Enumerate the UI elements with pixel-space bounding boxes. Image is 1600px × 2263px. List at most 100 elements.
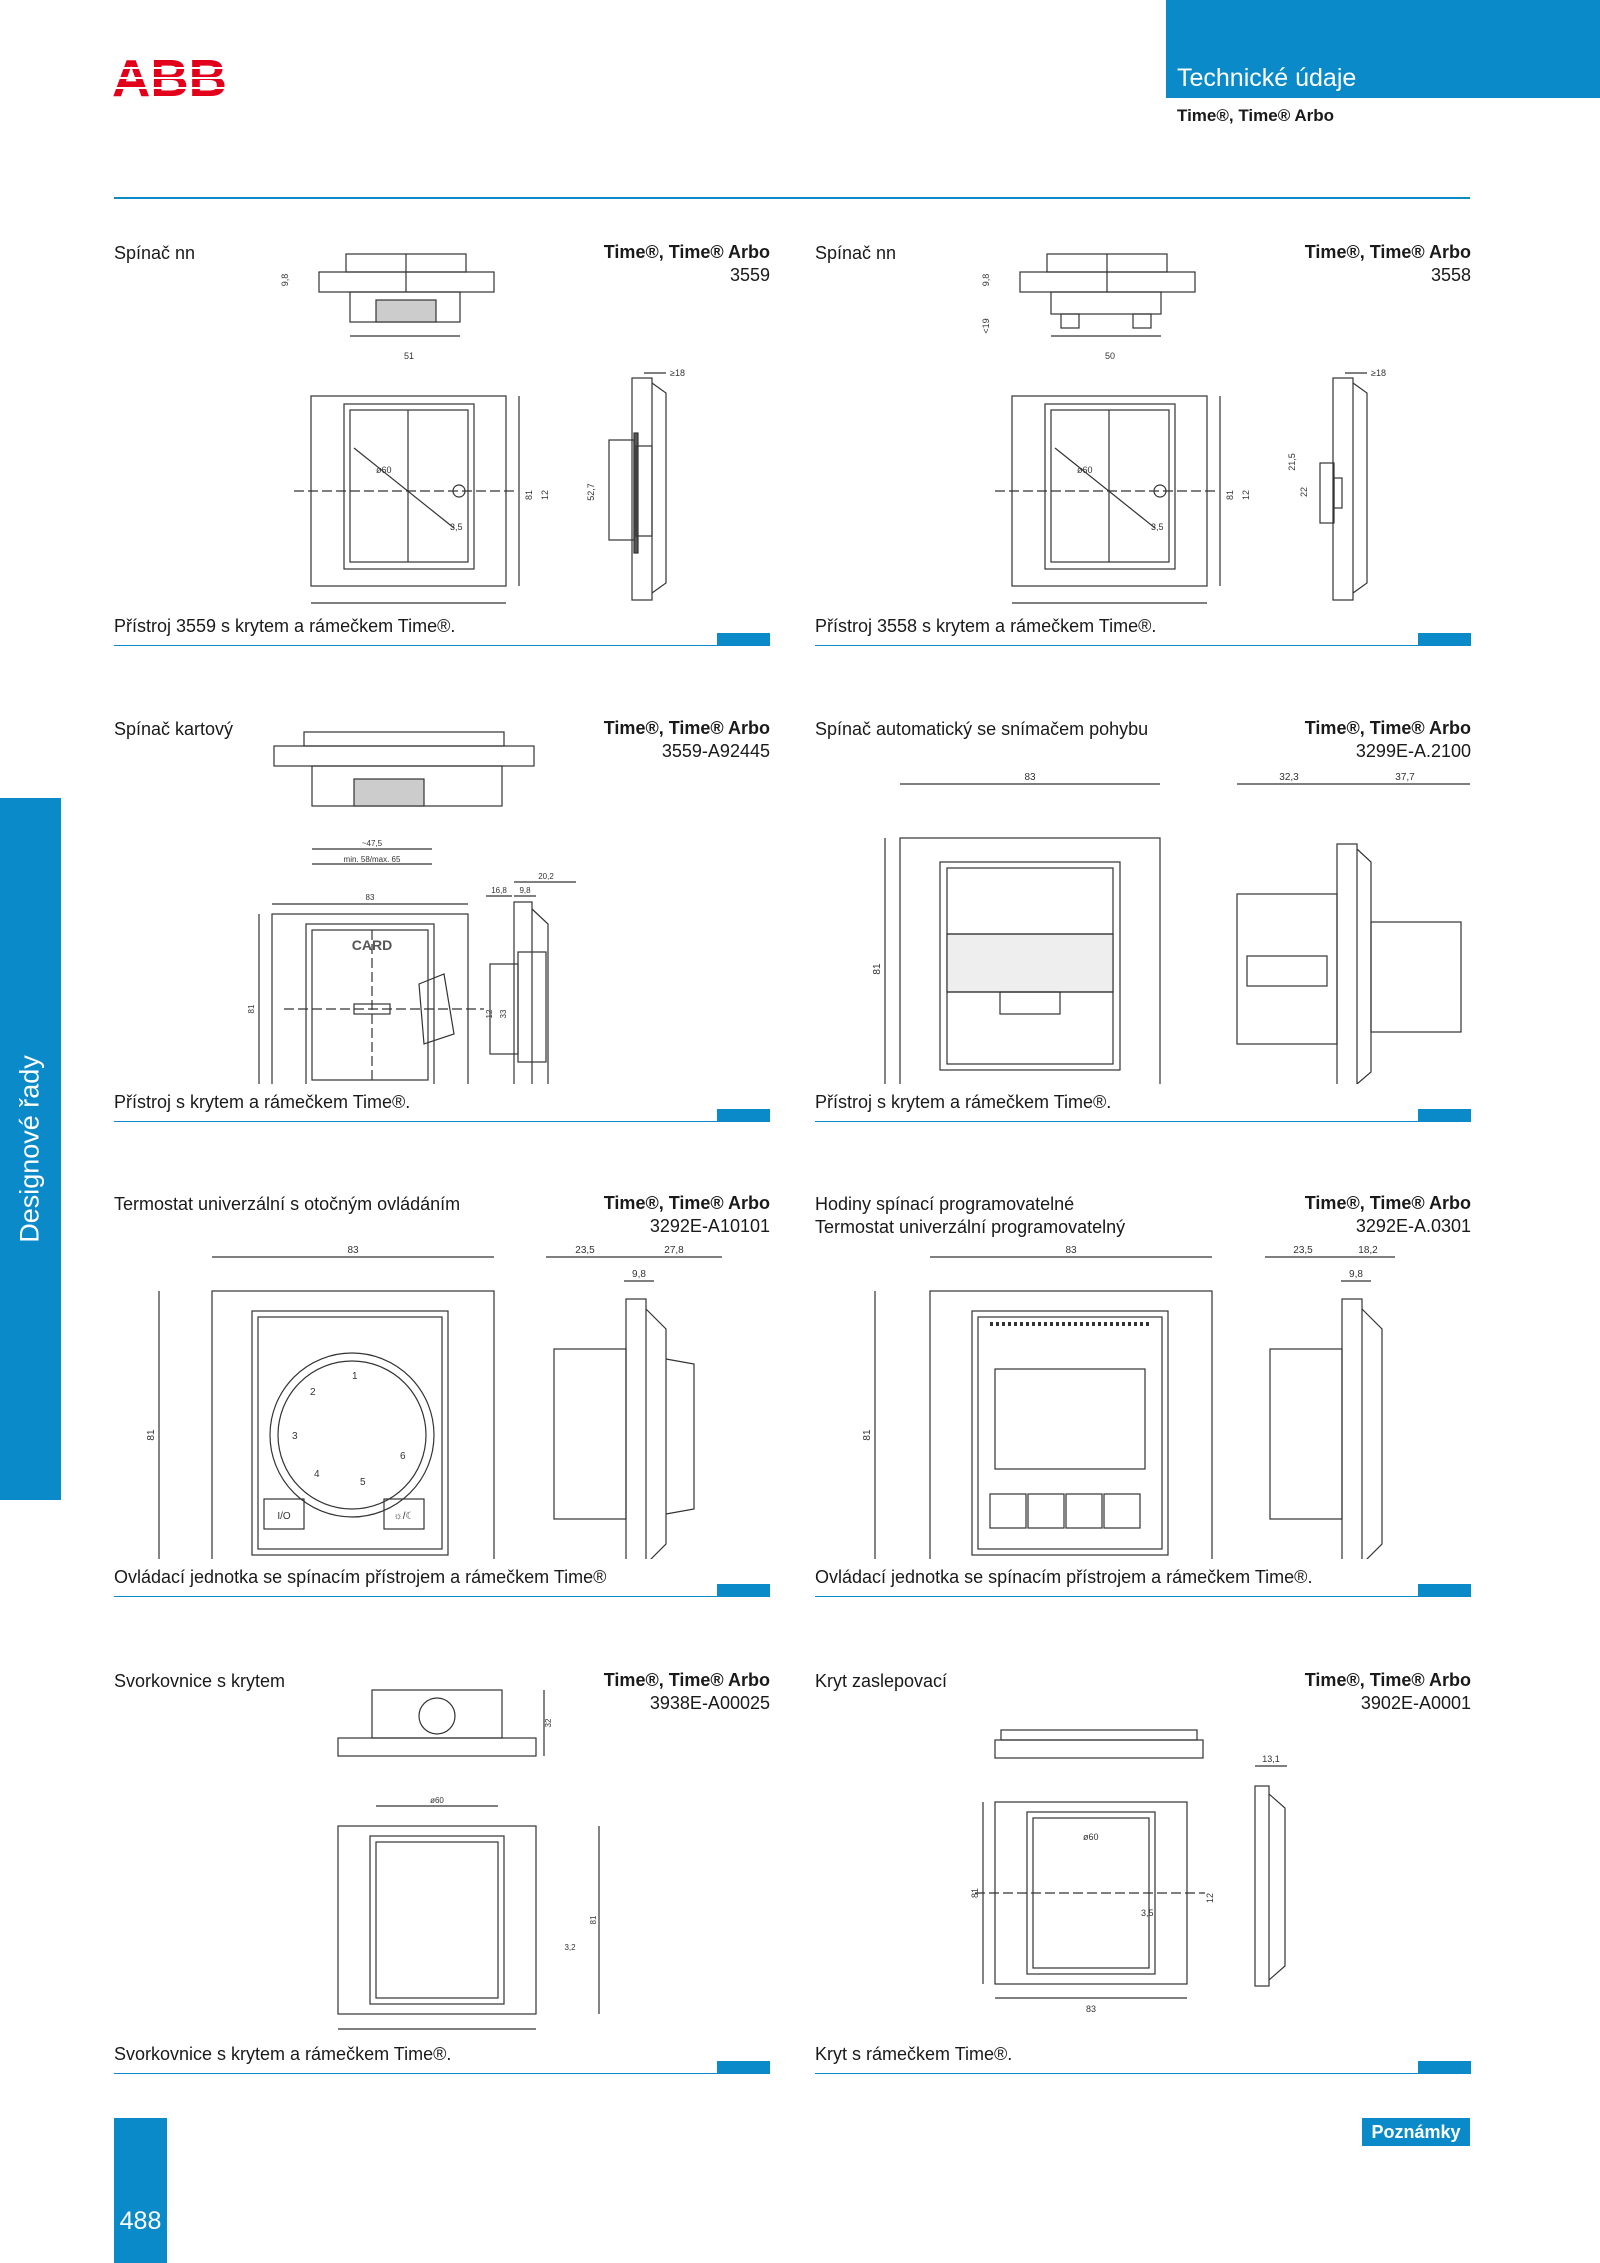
dial-number: 5 <box>360 1477 366 1488</box>
caption-rule <box>815 645 1471 646</box>
caption-block <box>717 1584 770 1597</box>
product-caption: Svorkovnice s krytem a rámečkem Time®. <box>114 2044 452 2064</box>
dim-label: ø60 <box>430 1796 444 1805</box>
page-number-tab <box>114 2118 167 2263</box>
product-caption: Přístroj s krytem a rámečkem Time®. <box>114 1092 411 1112</box>
button-label: I/O <box>277 1511 291 1522</box>
technical-drawing: 83 81 32,3 37,7 <box>872 772 1470 1084</box>
caption-block <box>717 633 770 646</box>
side-tab-label: Designové řady <box>14 1055 45 1243</box>
technical-drawing: 83 81 1 2 3 4 5 6 I/O ☼/☾ 23,5 27,8 9,8 <box>146 1245 722 1559</box>
dim-label: 12 <box>1205 1893 1215 1903</box>
dim-label: 83 <box>1024 772 1036 783</box>
page-subtitle: Time®, Time® Arbo <box>1177 106 1334 125</box>
product-title-line1: Hodiny spínací programovatelné <box>815 1194 1075 1214</box>
product-cell-3558: Spínač nn Time®, Time® Arbo 3558 50 9,8 … <box>815 208 1471 684</box>
technical-drawing: 51 9,8 ø60 3,5 83 81 12 52,7 ≥18 17 <box>280 253 685 604</box>
dial-number: 2 <box>310 1387 316 1398</box>
caption-block <box>1418 1584 1471 1597</box>
dial-number: 6 <box>400 1451 406 1462</box>
caption-rule <box>114 1596 770 1597</box>
dial-number: 4 <box>314 1469 320 1480</box>
technical-drawing: 83 81 23,5 18,2 9,8 <box>862 1245 1395 1559</box>
dim-label: 18,2 <box>1358 1245 1378 1256</box>
dim-label: 9,8 <box>632 1269 646 1280</box>
dim-label: min. 58/max. 65 <box>344 855 401 864</box>
dim-label: 3,5 <box>1141 1908 1154 1918</box>
product-title: Spínač kartový <box>114 719 234 739</box>
product-series: Time®, Time® Arbo <box>1304 718 1471 738</box>
dim-label: 51 <box>404 351 414 361</box>
caption-rule <box>815 2073 1471 2074</box>
product-series: Time®, Time® Arbo <box>603 1670 770 1690</box>
product-caption: Ovládací jednotka se spínacím přístrojem… <box>815 1567 1313 1587</box>
dim-label: 3,5 <box>450 522 463 532</box>
dim-label: 83 <box>366 893 375 902</box>
product-title: Termostat univerzální s otočným ovládání… <box>114 1194 461 1214</box>
dim-label: 81 <box>1225 490 1235 500</box>
product-series: Time®, Time® Arbo <box>1304 242 1471 262</box>
caption-rule <box>114 645 770 646</box>
dim-label: 32 <box>544 1718 553 1727</box>
caption-rule <box>815 1121 1471 1122</box>
product-cell-3902e-a0001: Kryt zaslepovací Time®, Time® Arbo 3902E… <box>815 1636 1471 2112</box>
header-tab <box>1166 0 1600 98</box>
dim-label: ≥18 <box>1371 368 1386 378</box>
dim-label: 9,8 <box>280 274 290 287</box>
product-code: 3299E-A.2100 <box>1355 741 1471 761</box>
technical-drawing: 32 ø60 81 3,2 83 <box>337 1689 600 2036</box>
caption-block <box>1418 2061 1471 2074</box>
dim-label: 81 <box>872 963 883 975</box>
product-code: 3558 <box>1430 265 1471 285</box>
dim-label: 12 <box>540 490 550 500</box>
product-cell-3299e-a2100: Spínač automatický se snímačem pohybu Ti… <box>815 684 1471 1160</box>
button-label: ☼/☾ <box>394 1511 415 1522</box>
dim-label: 81 <box>862 1429 873 1441</box>
product-title: Spínač nn <box>114 243 196 263</box>
product-series: Time®, Time® Arbo <box>603 242 770 262</box>
product-title: Svorkovnice s krytem <box>114 1671 286 1691</box>
dim-label: ø60 <box>376 465 392 475</box>
dim-label: 3,2 <box>564 1943 576 1952</box>
technical-drawing: 50 9,8 <19 ø60 3,5 83 81 12 21,5 22 ≥18 <box>981 253 1386 604</box>
product-code: 3292E-A.0301 <box>1355 1216 1471 1236</box>
page-title: Technické údaje <box>1177 64 1357 92</box>
dim-label: 83 <box>433 2035 442 2036</box>
dim-label: ø60 <box>1077 465 1093 475</box>
caption-block <box>717 2061 770 2074</box>
page-number: 488 <box>119 2207 162 2235</box>
abb-logo: ABB <box>112 52 227 100</box>
dial-number: 3 <box>292 1431 298 1442</box>
technical-drawing: 13,1 81 ø60 12 3,5 83 <box>970 1729 1287 2014</box>
dim-label: 81 <box>247 1004 256 1013</box>
caption-block <box>717 1109 770 1122</box>
dim-label: ø60 <box>1083 1832 1099 1842</box>
product-caption: Přístroj 3559 s krytem a rámečkem Time®. <box>114 616 456 636</box>
product-caption: Přístroj 3558 s krytem a rámečkem Time®. <box>815 616 1157 636</box>
dim-label: 33 <box>499 1009 508 1018</box>
product-series: Time®, Time® Arbo <box>1304 1670 1471 1690</box>
product-code: 3902E-A0001 <box>1360 1693 1471 1713</box>
dial-number: 1 <box>352 1371 358 1382</box>
dim-label: ~47,5 <box>362 839 383 848</box>
product-code: 3938E-A00025 <box>649 1693 770 1713</box>
product-title: Spínač nn <box>815 243 897 263</box>
product-cell-3559: Spínač nn Time®, Time® Arbo 3559 51 9,8 … <box>114 208 770 684</box>
dim-label: 22 <box>1299 487 1309 497</box>
dim-label: ≥18 <box>670 368 685 378</box>
dim-label: 37,7 <box>1395 772 1415 783</box>
dim-label: <19 <box>981 318 991 333</box>
dim-label: 50 <box>1105 351 1115 361</box>
caption-rule <box>114 1121 770 1122</box>
dim-label: 21,5 <box>1287 453 1297 471</box>
product-code: 3559-A92445 <box>661 741 770 761</box>
product-title: Spínač automatický se snímačem pohybu <box>815 719 1149 739</box>
caption-block <box>1418 633 1471 646</box>
caption-rule <box>114 2073 770 2074</box>
dim-label: 9,8 <box>1349 1269 1363 1280</box>
dim-label: 16,8 <box>491 886 507 895</box>
notes-tab <box>1362 2118 1470 2146</box>
dim-label: 13,1 <box>1262 1754 1280 1764</box>
dim-label: 81 <box>524 490 534 500</box>
product-code: 3559 <box>729 265 770 285</box>
